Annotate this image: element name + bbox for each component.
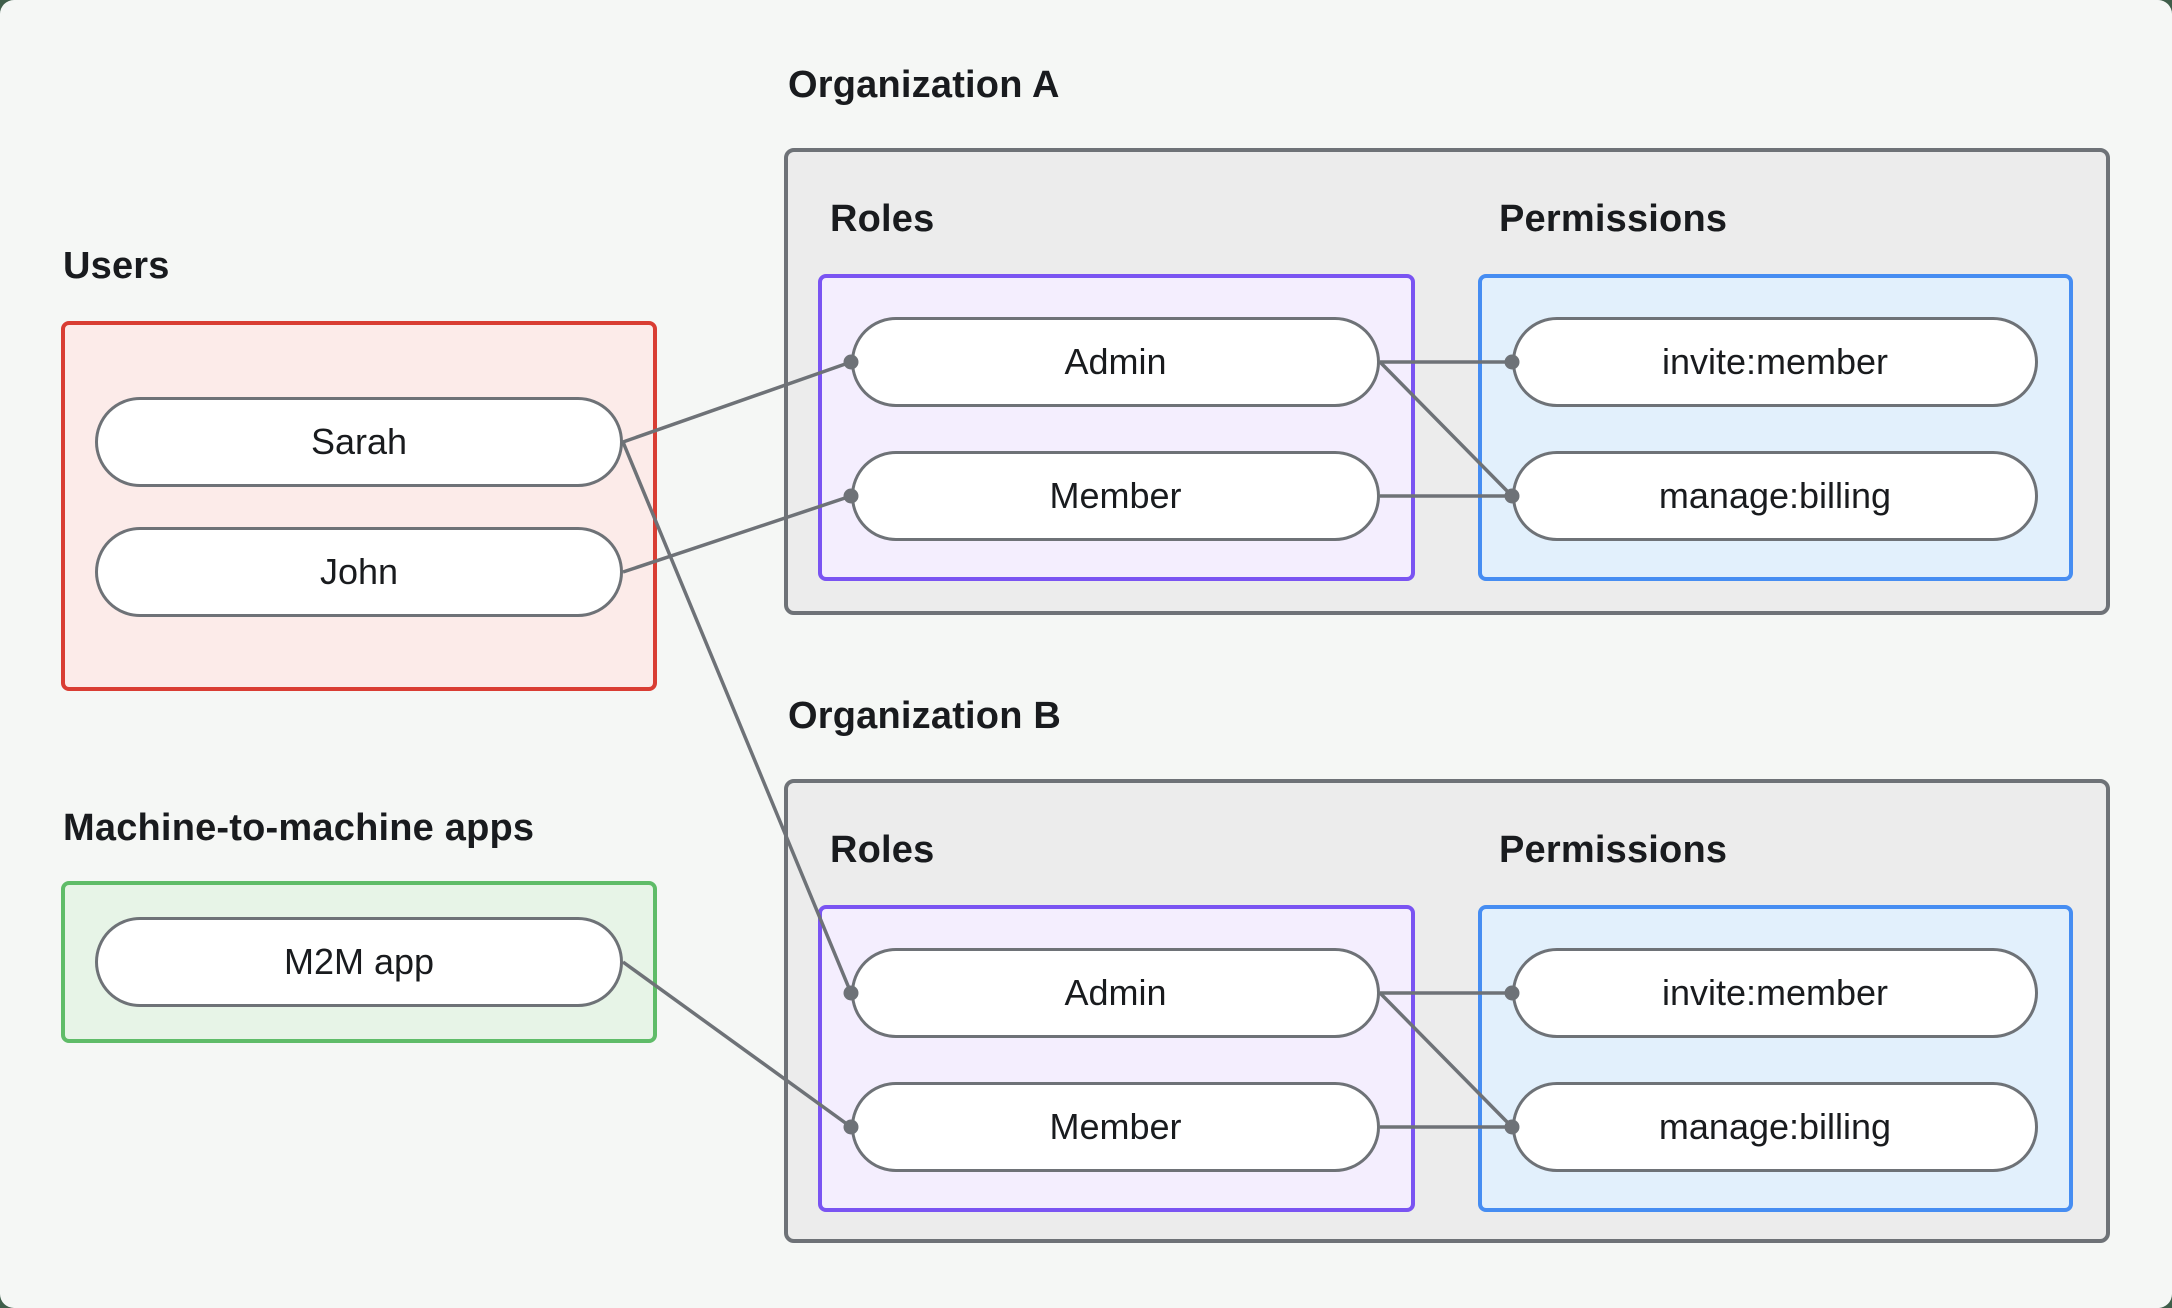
user-node-john: John (95, 527, 623, 617)
org-b-perm-invite-node: invite:member (1512, 948, 2038, 1038)
org-b-perm-manage-label: manage:billing (1658, 1106, 1892, 1147)
org-a-perm-invite-node: invite:member (1512, 317, 2038, 407)
org-a-perm-manage-node: manage:billing (1512, 451, 2038, 541)
org-a-role-member-label: Member (1049, 475, 1182, 516)
org-a-roles-label: Roles (830, 198, 935, 240)
m2m-app-node-label: M2M app (283, 941, 435, 982)
org-b-role-member-node: Member (851, 1082, 1380, 1172)
org-a-role-admin-label: Admin (1064, 341, 1167, 382)
org-a-title: Organization A (788, 64, 1060, 106)
users-group-box (61, 321, 657, 691)
m2m-section-label: Machine-to-machine apps (63, 807, 535, 849)
org-b-role-admin-node: Admin (851, 948, 1380, 1038)
org-b-role-admin-label: Admin (1064, 972, 1167, 1013)
org-a-perm-manage-label: manage:billing (1658, 475, 1892, 516)
user-node-sarah-label: Sarah (310, 421, 408, 462)
org-a-perm-invite-label: invite:member (1661, 341, 1889, 382)
org-a-role-member-node: Member (851, 451, 1380, 541)
user-node-sarah: Sarah (95, 397, 623, 487)
org-a-permissions-label: Permissions (1499, 198, 1728, 240)
org-b-perm-invite-label: invite:member (1661, 972, 1889, 1013)
org-b-title: Organization B (788, 695, 1062, 737)
org-b-perm-manage-node: manage:billing (1512, 1082, 2038, 1172)
org-a-role-admin-node: Admin (851, 317, 1380, 407)
org-b-permissions-label: Permissions (1499, 829, 1728, 871)
org-b-roles-label: Roles (830, 829, 935, 871)
user-node-john-label: John (319, 551, 399, 592)
org-b-role-member-label: Member (1049, 1106, 1182, 1147)
users-section-label: Users (63, 245, 170, 287)
m2m-app-node: M2M app (95, 917, 623, 1007)
